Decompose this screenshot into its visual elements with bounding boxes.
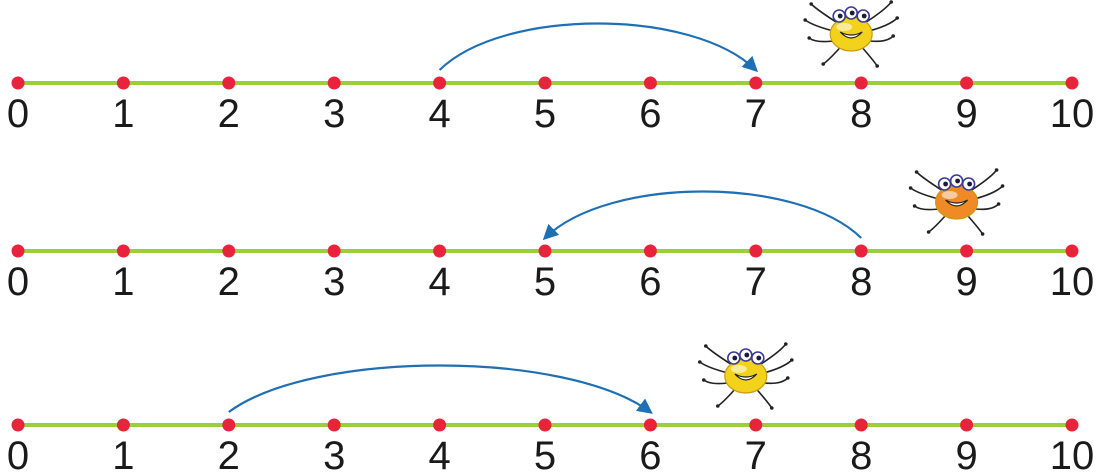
tick-dot xyxy=(960,418,974,432)
tick-label: 10 xyxy=(1050,434,1095,474)
tick-label: 6 xyxy=(639,434,661,474)
tick-label: 0 xyxy=(7,434,29,474)
tick-dot xyxy=(1065,418,1079,432)
tick-label: 6 xyxy=(639,260,661,304)
spider-icon xyxy=(908,168,1005,236)
tick-dot xyxy=(960,244,974,258)
tick-label: 8 xyxy=(850,260,872,304)
number-line-3: 0 1 2 3 4 5 6 7 8 9 10 xyxy=(7,342,1094,474)
tick-label: 9 xyxy=(955,434,977,474)
tick-label: 3 xyxy=(323,260,345,304)
tick-label: 1 xyxy=(112,434,134,474)
jump-arrow xyxy=(228,364,653,414)
tick-label: 9 xyxy=(955,92,977,136)
tick-dot xyxy=(1065,244,1079,258)
tick-dot xyxy=(11,244,25,258)
tick-dot xyxy=(11,418,25,432)
tick-label: 7 xyxy=(745,260,767,304)
tick-dot xyxy=(116,244,130,258)
tick-dot xyxy=(327,418,341,432)
tick-dot xyxy=(433,418,447,432)
tick-label: 3 xyxy=(323,434,345,474)
tick-dot xyxy=(1065,76,1079,90)
tick-label: 7 xyxy=(745,92,767,136)
tick-dot xyxy=(643,244,657,258)
tick-dot xyxy=(854,418,868,432)
tick-dot xyxy=(222,76,236,90)
jump-arrow xyxy=(542,190,862,241)
tick-dot xyxy=(327,244,341,258)
spider-icon xyxy=(803,0,899,68)
tick-label: 2 xyxy=(218,260,240,304)
tick-label: 5 xyxy=(534,92,556,136)
tick-dot xyxy=(538,418,552,432)
tick-dot xyxy=(643,418,657,432)
tick-label: 10 xyxy=(1050,92,1095,136)
tick-dot xyxy=(327,76,341,90)
tick-label: 5 xyxy=(534,260,556,304)
tick-dot xyxy=(222,418,236,432)
tick-dot xyxy=(749,244,763,258)
tick-dot xyxy=(749,418,763,432)
tick-label: 2 xyxy=(218,434,240,474)
tick-label: 8 xyxy=(850,92,872,136)
tick-label: 4 xyxy=(428,260,450,304)
tick-dot xyxy=(854,76,868,90)
tick-label: 10 xyxy=(1050,260,1095,304)
tick-dot xyxy=(433,244,447,258)
tick-label: 1 xyxy=(112,260,134,304)
tick-label: 2 xyxy=(218,92,240,136)
tick-label: 6 xyxy=(639,92,661,136)
tick-dot xyxy=(538,244,552,258)
tick-dot xyxy=(643,76,657,90)
tick-label: 4 xyxy=(428,92,450,136)
tick-label: 9 xyxy=(955,260,977,304)
spider-icon xyxy=(698,342,794,410)
number-line-1: 0 1 2 3 4 5 6 7 8 9 10 xyxy=(7,0,1094,136)
tick-dot xyxy=(222,244,236,258)
tick-label: 8 xyxy=(850,434,872,474)
tick-dot xyxy=(11,76,25,90)
tick-dot xyxy=(749,76,763,90)
tick-label: 4 xyxy=(428,434,450,474)
tick-dot xyxy=(116,418,130,432)
tick-label: 5 xyxy=(534,434,556,474)
tick-label: 7 xyxy=(745,434,767,474)
tick-label: 3 xyxy=(323,92,345,136)
tick-dot xyxy=(538,76,552,90)
jump-arrow xyxy=(438,22,759,73)
tick-dot xyxy=(960,76,974,90)
tick-label: 1 xyxy=(112,92,134,136)
tick-dot xyxy=(854,244,868,258)
tick-dot xyxy=(433,76,447,90)
tick-label: 0 xyxy=(7,92,29,136)
tick-dot xyxy=(116,76,130,90)
number-line-2: 0 1 2 3 4 5 6 7 8 9 10 xyxy=(7,168,1094,304)
tick-label: 0 xyxy=(7,260,29,304)
